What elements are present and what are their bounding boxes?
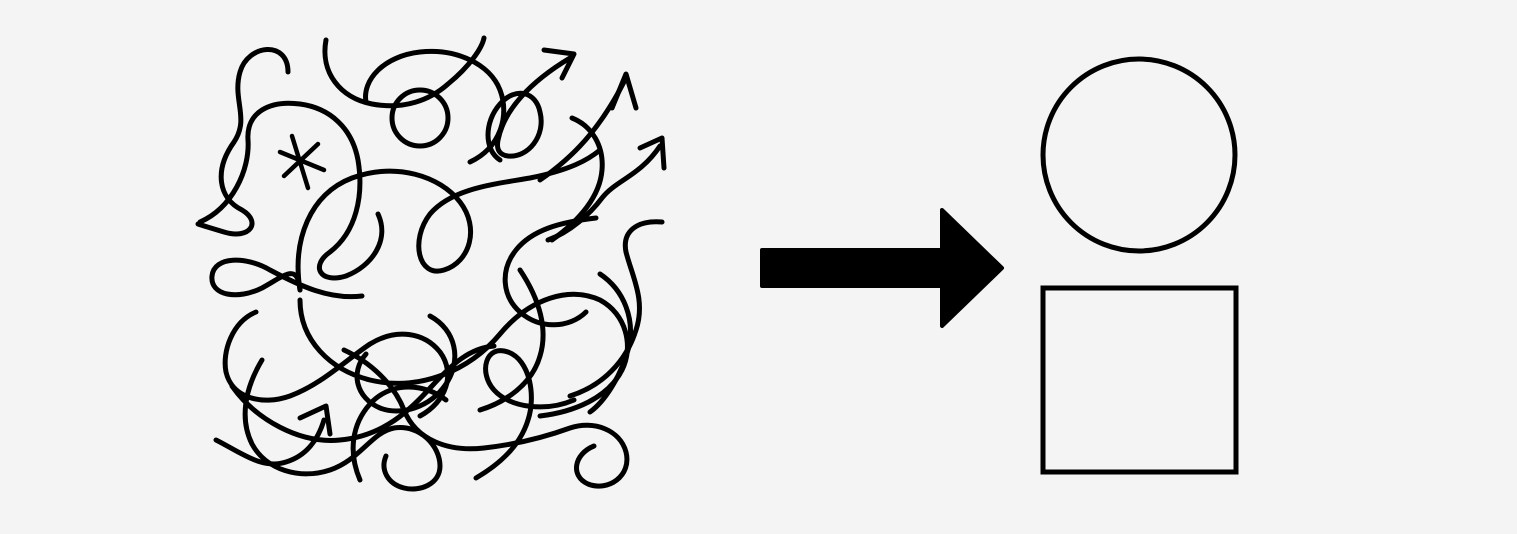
circle-shape (1040, 56, 1238, 254)
scribble-line (197, 100, 385, 281)
scribble-line (502, 215, 599, 328)
arrowhead (297, 403, 333, 437)
scribble-line (295, 147, 603, 293)
arrowhead (541, 47, 577, 81)
scribble-small-loop (389, 87, 451, 149)
arrow-right-icon (760, 208, 1004, 328)
scribble-line (354, 313, 458, 414)
scribble-line (537, 75, 629, 183)
scribble-line (567, 219, 665, 399)
asterisk-icon (277, 133, 327, 191)
tangled-scribble (195, 35, 667, 492)
scribble-line (587, 271, 633, 415)
scribble-line (209, 257, 365, 300)
scribble-line (195, 47, 291, 237)
scribble-line (242, 357, 443, 492)
scribble-line (477, 267, 546, 413)
scribble-line (485, 55, 573, 163)
scribble-line (545, 143, 663, 243)
arrowhead (637, 135, 667, 171)
scribble-line (213, 417, 327, 467)
scribble-line (341, 347, 630, 489)
arrowhead (609, 71, 639, 111)
scribble-line (229, 343, 497, 443)
square-shape (1040, 285, 1239, 475)
scribble-line (350, 384, 449, 483)
